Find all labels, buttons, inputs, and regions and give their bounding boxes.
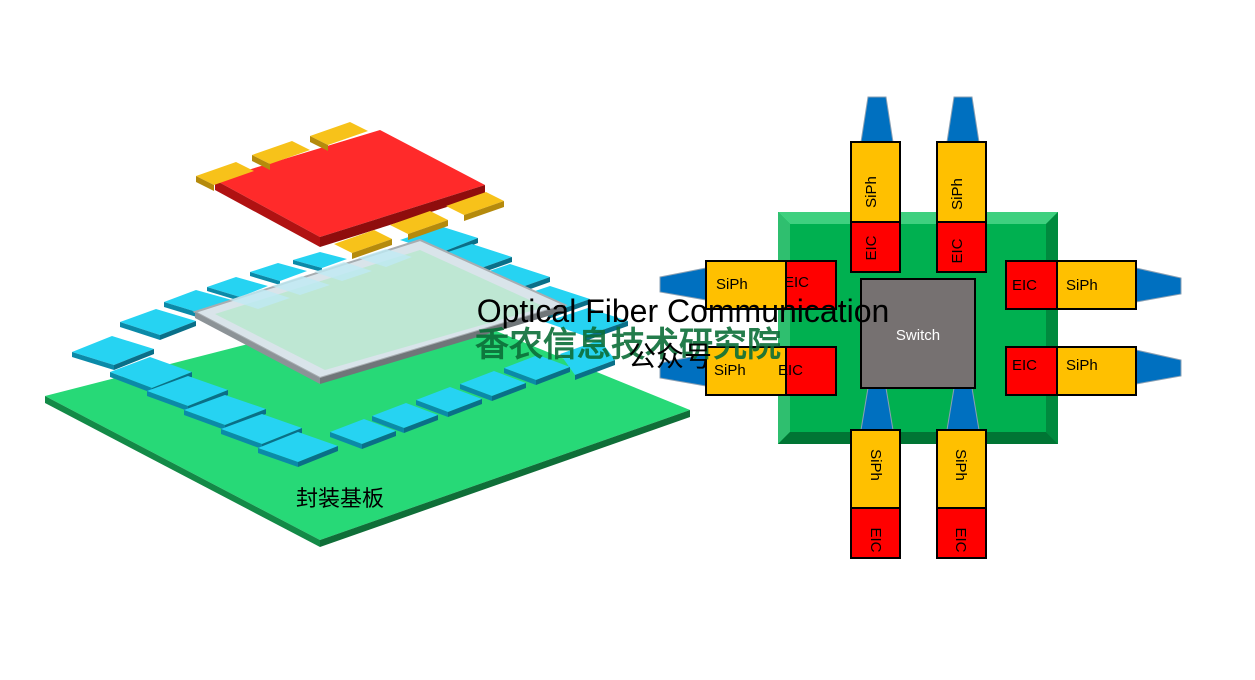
glass-interposer xyxy=(192,238,568,384)
siph-block xyxy=(850,429,901,509)
siph-label: SiPh xyxy=(863,176,880,208)
siph-label: SiPh xyxy=(952,449,969,481)
eic-block xyxy=(936,507,987,559)
pad xyxy=(460,371,526,401)
die-pad xyxy=(252,141,310,170)
pad xyxy=(250,263,307,285)
optical-engine-bottom-left: SiPh EIC xyxy=(850,429,901,559)
eic-label: EIC xyxy=(1012,357,1037,374)
eic-label: EIC xyxy=(784,274,809,291)
die-pad xyxy=(334,230,392,259)
siph-label: SiPh xyxy=(716,276,748,293)
pad xyxy=(120,309,196,340)
eic-label: EIC xyxy=(1012,277,1037,294)
eic-label: EIC xyxy=(778,362,803,379)
watermark-line-1: Optical Fiber Communication xyxy=(477,293,890,329)
watermark-line-3: 公众号 xyxy=(628,341,712,372)
eic-block xyxy=(1005,346,1058,396)
fiber-right-bottom xyxy=(1135,349,1182,385)
optical-engine-right-top: EIC SiPh xyxy=(1005,260,1137,310)
package-3d-illustration: 封装基板 xyxy=(45,122,690,547)
switch-label: Switch xyxy=(896,327,940,344)
optical-engine-bottom-right: SiPh EIC xyxy=(936,429,987,559)
cpo-top-view: Switch SiPh EIC SiPh EIC SiPh EIC SiPh E… xyxy=(659,96,1182,559)
pad xyxy=(545,308,628,341)
die-pad xyxy=(446,192,504,221)
pad xyxy=(258,432,338,467)
die-pads xyxy=(196,122,504,259)
siph-label: SiPh xyxy=(714,362,746,379)
optical-fibers xyxy=(659,96,1182,431)
watermark-line-2: 香农信息技术研究院 xyxy=(475,325,781,364)
fiber-top-right xyxy=(946,96,980,143)
pad xyxy=(72,336,154,370)
pad xyxy=(207,277,268,301)
optical-engine-left-bottom: SiPh EIC xyxy=(705,346,837,396)
siph-label: SiPh xyxy=(1066,277,1098,294)
pad xyxy=(330,419,396,449)
eic-block xyxy=(1005,260,1058,310)
siph-block xyxy=(1056,346,1137,396)
eic-label: EIC xyxy=(952,527,969,552)
top-die xyxy=(215,130,485,247)
fiber-top-left xyxy=(860,96,894,143)
die-pad xyxy=(196,162,254,191)
substrate-pads xyxy=(72,226,628,467)
optical-engine-top-right: SiPh EIC xyxy=(936,141,987,273)
siph-label: SiPh xyxy=(949,178,966,210)
eic-label: EIC xyxy=(867,527,884,552)
eic-label: EIC xyxy=(949,238,966,263)
pad xyxy=(372,403,438,433)
pad xyxy=(416,387,482,417)
die-pad xyxy=(310,122,368,151)
die-pad xyxy=(390,211,448,240)
siph-block xyxy=(705,346,787,396)
siph-block xyxy=(936,141,987,223)
eic-label: EIC xyxy=(863,235,880,260)
optical-engine-left-top: SiPh EIC xyxy=(705,260,837,310)
pad xyxy=(504,355,570,385)
watermark: Optical Fiber Communication 香农信息技术研究院 公众… xyxy=(475,293,889,372)
siph-block xyxy=(1056,260,1137,310)
siph-label: SiPh xyxy=(867,449,884,481)
switch-asic: Switch xyxy=(860,278,976,389)
eic-block xyxy=(850,507,901,559)
eic-block xyxy=(785,260,837,310)
eic-block xyxy=(785,346,837,396)
eic-block xyxy=(936,221,987,273)
fiber-right-top xyxy=(1135,267,1182,303)
eic-block xyxy=(850,221,901,273)
optical-engine-right-bottom: EIC SiPh xyxy=(1005,346,1137,396)
pad xyxy=(560,340,615,380)
substrate-label: 封装基板 xyxy=(296,486,384,511)
siph-label: SiPh xyxy=(1066,357,1098,374)
siph-block xyxy=(936,429,987,509)
pad xyxy=(293,252,347,272)
optical-engine-top-left: SiPh EIC xyxy=(850,141,901,273)
pad xyxy=(164,290,232,318)
